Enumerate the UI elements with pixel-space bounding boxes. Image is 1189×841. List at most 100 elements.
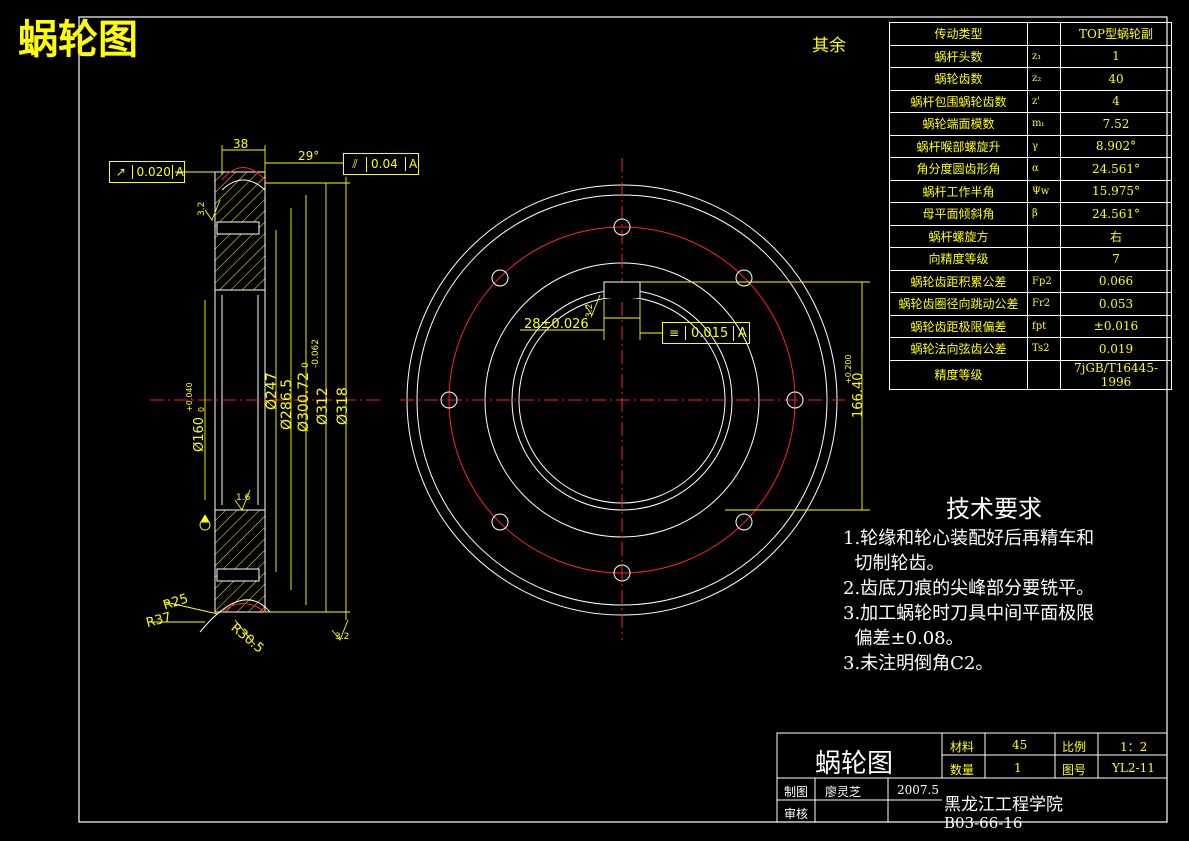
tech-line: 1.轮缘和轮心装配好后再精车和 [843,528,1095,549]
dim-angle-29: 29° [298,149,320,163]
params-cell: 0.053 [1060,292,1172,316]
dim-d160: Ø160 [192,416,207,452]
params-cell: 蜗杆螺旋方 [889,224,1028,248]
params-header-row: 传动类型 TOP型蜗轮副 [889,22,1172,46]
scale-label: 比例 [1062,740,1087,754]
params-cell: 蜗轮齿数 [889,67,1028,91]
params-cell [1027,22,1061,46]
params-cell [1027,359,1061,390]
drawing-title: 蜗轮图 [18,16,138,63]
params-cell: 向精度等级 [889,247,1028,271]
params-cell: 7.52 [1060,112,1172,136]
params-cell: 15.975° [1060,179,1172,203]
params-row: 蜗杆螺旋方右 [889,224,1172,248]
dim-d312: Ø312 [315,387,331,425]
dim-d30072-tol: -0.062 [311,338,321,368]
params-cell: γ [1027,134,1061,158]
params-cell: 7jGB/T16445-1996 [1060,359,1172,390]
params-cell: 蜗轮齿圈径向跳动公差 [889,292,1028,316]
dim-d160-tol-zero: 0 [197,406,206,412]
class-code: B03-66-16 [944,814,1023,832]
surface-finish-note: 其余 [812,36,846,56]
tech-line: 偏差±0.08。 [843,628,964,649]
drawing-frame [78,16,1168,823]
params-cell: 24.561° [1060,157,1172,181]
params-cell: 蜗轮端面模数 [889,112,1028,136]
params-cell: ±0.016 [1060,314,1172,338]
params-cell: α [1027,157,1061,181]
tech-line: 2.齿底刀痕的尖峰部分要铣平。 [843,578,1095,599]
params-cell: 蜗轮法向弦齿公差 [889,337,1028,361]
params-cell: z₁ [1027,44,1061,68]
params-cell: Ψw [1027,179,1061,203]
symmetry-datum: A [738,325,747,341]
params-cell: 蜗杆喉部螺旋升 [889,134,1028,158]
params-cell: 7 [1060,247,1172,271]
roughness-keyway: 3.2 [585,303,595,318]
symmetry-value: 0.015 [686,325,734,341]
symmetry-tolerance-frame: ≡ 0.015 A [662,322,750,344]
params-cell: 传动类型 [889,22,1028,46]
dim-d30072-tol-zero: 0 [301,362,311,368]
front-dimensions [520,281,870,511]
tech-line: 切制轮齿。 [843,553,945,574]
drawn-label: 制图 [784,785,809,799]
params-cell: 蜗轮齿距极限偏差 [889,314,1028,338]
params-cell: Fp2 [1027,269,1061,293]
section-dimensions [150,145,350,646]
roughness-1-6: 1.6 [236,493,251,503]
dim-d2865: Ø286.5 [279,378,295,430]
params-cell: 蜗轮齿距积累公差 [889,269,1028,293]
params-cell: 1 [1060,44,1172,68]
scale-value: 1：2 [1120,740,1148,754]
dim-d160-tol: +0.040 [185,382,194,412]
roughness-3-2-top: 3.2 [197,201,207,216]
runout-icon: ↗ [110,165,133,179]
params-cell: 24.561° [1060,202,1172,226]
runout-datum: A [175,165,184,179]
qty-value: 1 [1014,761,1022,775]
params-cell: 母平面倾斜角 [889,202,1028,226]
title-block-lines [776,732,1168,823]
drawing-no-label: 图号 [1062,763,1087,777]
params-cell: 蜗杆包围蜗轮齿数 [889,89,1028,113]
runout-tolerance-frame: ↗ 0.020 A [109,161,185,183]
params-cell: z₂ [1027,67,1061,91]
parallel-tolerance-frame: ⫽ 0.04 A [343,153,419,175]
tech-line: 3.加工蜗轮时刀具中间平面极限 [843,603,1095,624]
material-value: 45 [1012,738,1028,752]
title-block-name: 蜗轮图 [815,749,894,779]
dim-d247: Ø247 [264,372,280,410]
params-cell: fpt [1027,314,1061,338]
params-cell: TOP型蜗轮副 [1060,22,1172,46]
parallel-value: 0.04 [367,157,406,171]
dim-width-38: 38 [233,137,249,151]
params-cell: 0.066 [1060,269,1172,293]
roughness-3-2-bottom: 3.2 [335,632,350,642]
params-cell: 8.902° [1060,134,1172,158]
params-cell: 蜗杆工作半角 [889,179,1028,203]
drawn-date: 2007.5 [897,783,939,797]
runout-value: 0.020 [133,165,173,179]
parallel-icon: ⫽ [344,156,367,172]
material-label: 材料 [950,740,975,754]
dim-keyway-depth: 166.40 [851,372,866,419]
params-cell: β [1027,202,1061,226]
section-view [150,167,380,633]
params-cell: z' [1027,89,1061,113]
params-row: 向精度等级 7 [889,247,1172,271]
params-cell [1027,247,1061,271]
dim-d30072: Ø300.72 [296,371,312,432]
dim-d318: Ø318 [335,387,351,425]
